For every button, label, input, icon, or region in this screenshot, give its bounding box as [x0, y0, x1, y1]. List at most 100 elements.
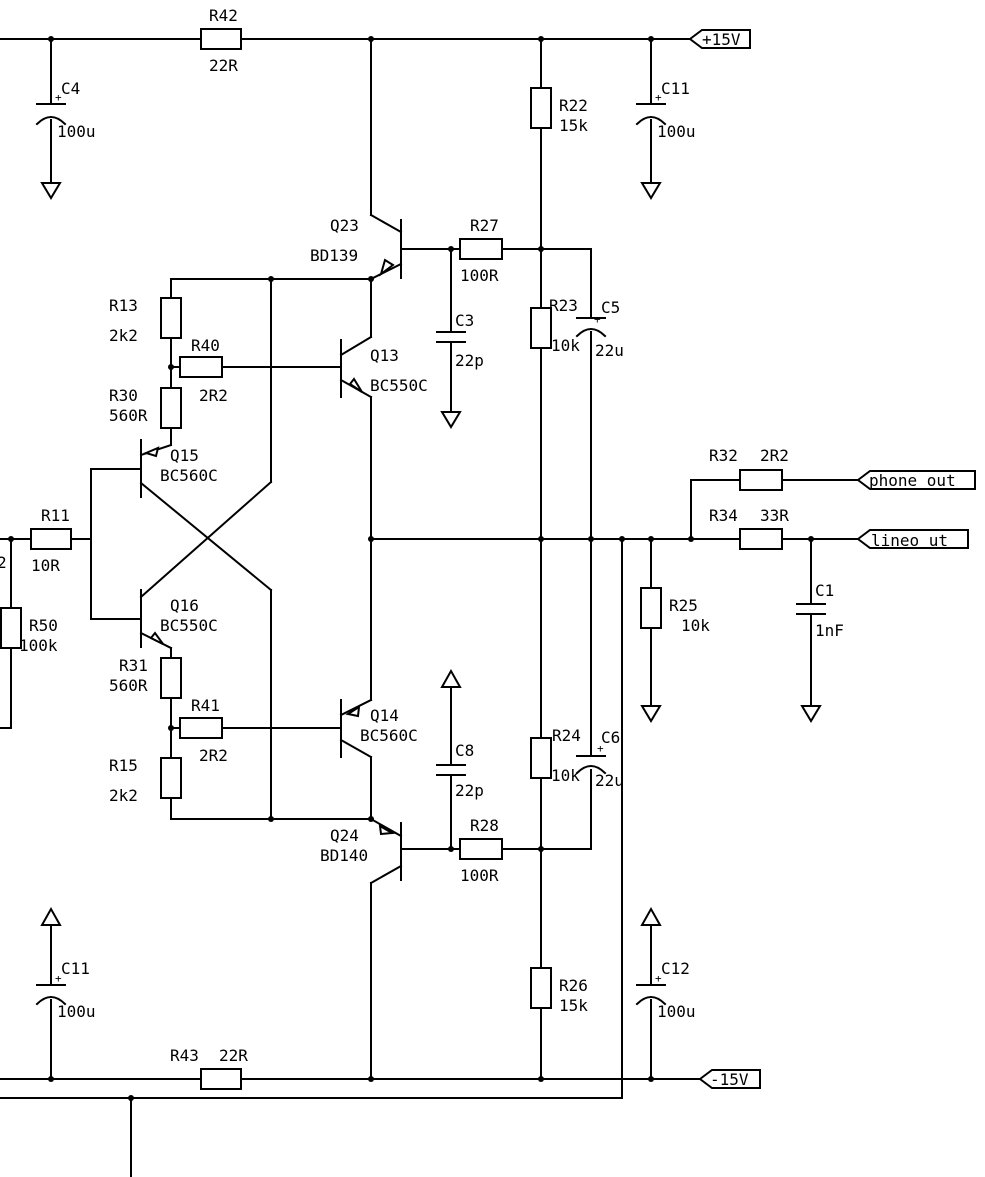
capacitor-c8 — [436, 764, 466, 776]
value-r32: 2R2 — [760, 446, 789, 465]
label-r50: R50 — [29, 616, 58, 635]
emitter-arrows — [143, 258, 396, 836]
type-q14: BC560C — [360, 726, 418, 745]
value-c3: 22p — [455, 351, 484, 370]
label-c8: C8 — [455, 741, 474, 760]
value-r42: 22R — [209, 56, 238, 75]
q16-emitter-arrow — [149, 631, 164, 645]
plus-mark: + — [655, 972, 662, 985]
value-c5: 22u — [595, 341, 624, 360]
value-r27: 100R — [460, 266, 499, 285]
value-r41: 2R2 — [199, 746, 228, 765]
label-q24: Q24 — [330, 826, 359, 845]
port-line-out: lineo ut — [856, 529, 969, 550]
ground-symbols — [40, 182, 822, 926]
label-r30: R30 — [109, 386, 138, 405]
resistors — [0, 28, 783, 1090]
label-r43: R43 — [170, 1046, 199, 1065]
q15-emitter-arrow — [143, 446, 160, 458]
capacitors — [35, 103, 826, 1006]
supply-up-icon — [440, 668, 462, 688]
label-c1: C1 — [815, 581, 834, 600]
value-r25: 10k — [681, 616, 710, 635]
port-phone-out: phone out — [856, 470, 976, 490]
q13-emitter-arrow — [348, 377, 363, 393]
ground-icon — [640, 182, 662, 200]
label-r32: R32 — [709, 446, 738, 465]
value-c6: 22u — [595, 771, 624, 790]
label-c5: C5 — [601, 298, 620, 317]
value-r15: 2k2 — [109, 786, 138, 805]
resistor-r31 — [160, 657, 182, 699]
capacitor-c11-top — [635, 103, 667, 126]
ground-icon — [40, 182, 62, 200]
resistor-r22 — [530, 87, 552, 129]
value-r22: 15k — [559, 116, 588, 135]
label-r24: R24 — [552, 726, 581, 745]
label-q14: Q14 — [370, 706, 399, 725]
ground-icon — [800, 705, 822, 723]
label-r31: R31 — [119, 656, 148, 675]
label-r27: R27 — [470, 216, 499, 235]
label-c4: C4 — [61, 79, 80, 98]
label-r42: R42 — [209, 6, 238, 25]
label-cut-2: 2 — [0, 553, 7, 572]
port-label-neg: -15V — [710, 1070, 749, 1089]
type-q24: BD140 — [320, 846, 368, 865]
value-r40: 2R2 — [199, 386, 228, 405]
label-q15: Q15 — [170, 446, 199, 465]
plus-mark: + — [55, 972, 62, 985]
ground-icon — [640, 705, 662, 723]
value-r34: 33R — [760, 506, 789, 525]
capacitor-c4 — [35, 103, 67, 126]
value-r24: 10k — [551, 766, 580, 785]
type-q16: BC550C — [160, 616, 218, 635]
value-r23: 10k — [551, 336, 580, 355]
resistor-r24 — [530, 737, 552, 779]
type-q23: BD139 — [310, 246, 358, 265]
label-c11-top: C11 — [661, 79, 690, 98]
resistor-r28 — [459, 838, 503, 860]
type-q13: BC550C — [370, 376, 428, 395]
value-c8: 22p — [455, 781, 484, 800]
label-c12: C12 — [661, 959, 690, 978]
label-q16: Q16 — [170, 596, 199, 615]
label-r41: R41 — [191, 696, 220, 715]
label-r23: R23 — [549, 296, 578, 315]
value-c11-bottom: 100u — [57, 1002, 96, 1021]
capacitor-c3 — [436, 331, 466, 343]
label-c3: C3 — [455, 311, 474, 330]
port-label-pos: +15V — [702, 30, 741, 49]
resistor-r15 — [160, 757, 182, 799]
plus-mark: + — [655, 91, 662, 104]
polarity-marks: + + + + + + — [55, 91, 662, 985]
junction-dots — [8, 36, 814, 1101]
label-r22: R22 — [559, 96, 588, 115]
label-r25: R25 — [669, 596, 698, 615]
capacitor-c1 — [796, 603, 826, 615]
value-r28: 100R — [460, 866, 499, 885]
port-label-line: lineo ut — [871, 531, 948, 550]
resistor-r26 — [530, 967, 552, 1009]
resistor-r42 — [200, 28, 242, 50]
supply-up-icon — [640, 906, 662, 926]
resistor-r30 — [160, 387, 182, 429]
port-label-phone: phone out — [869, 471, 956, 490]
label-r11: R11 — [41, 506, 70, 525]
capacitor-c6 — [575, 755, 607, 775]
label-r13: R13 — [109, 296, 138, 315]
resistor-r34 — [739, 528, 783, 550]
capacitor-c5 — [575, 317, 607, 338]
label-r40: R40 — [191, 336, 220, 355]
capacitor-c12 — [635, 984, 667, 1006]
resistor-r13 — [160, 297, 182, 339]
resistor-r32 — [739, 469, 783, 491]
resistor-r43 — [200, 1068, 242, 1090]
label-c11-bottom: C11 — [61, 959, 90, 978]
label-q13: Q13 — [370, 346, 399, 365]
value-r11: 10R — [31, 556, 60, 575]
q24-emitter-arrow — [378, 824, 396, 836]
value-c4: 100u — [57, 122, 96, 141]
label-r26: R26 — [559, 976, 588, 995]
resistor-r23 — [530, 307, 552, 349]
